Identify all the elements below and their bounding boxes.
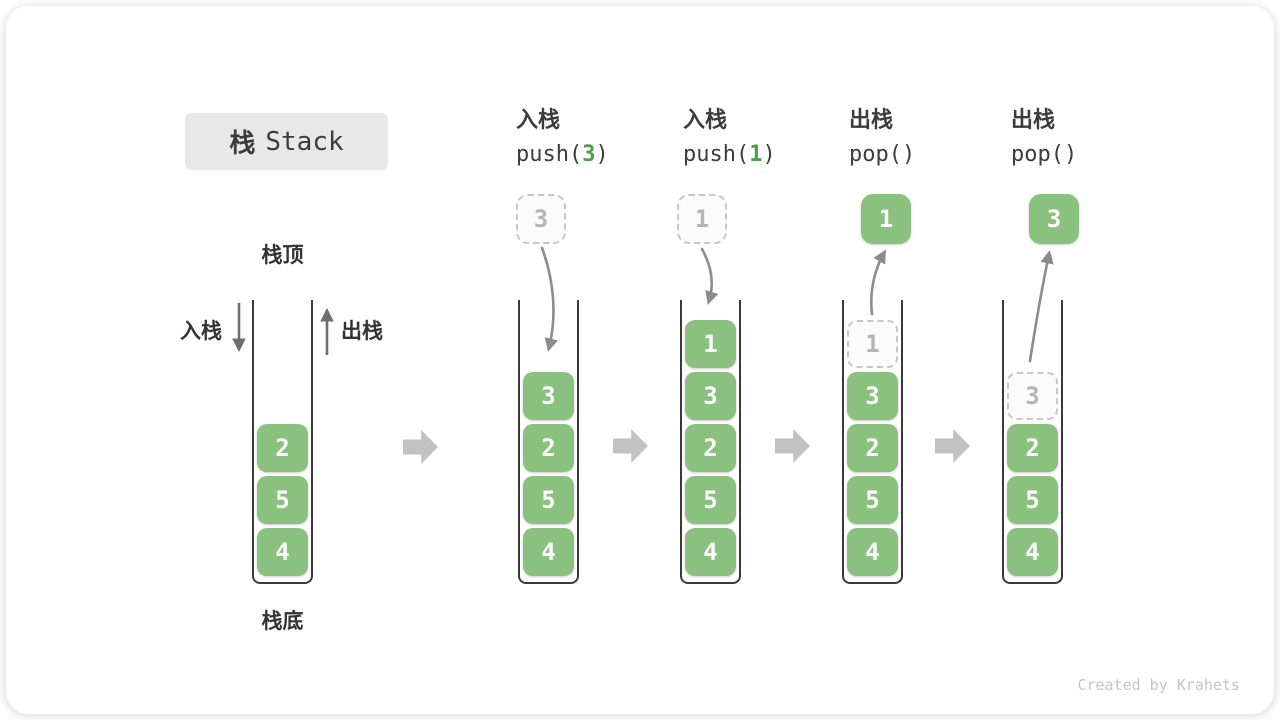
op-code: pop()	[1011, 142, 1077, 168]
code-arg: 3	[582, 142, 596, 167]
stack-block: 4	[685, 528, 736, 576]
watermark: Created by Krahets	[1077, 676, 1240, 694]
stack-block: 3	[685, 372, 736, 420]
stack-block: 5	[523, 476, 574, 524]
op-header-pop-2: 出栈 pop()	[1011, 107, 1077, 168]
code-suffix: )	[762, 142, 776, 167]
op-code: push(1)	[683, 142, 776, 168]
title-zh: 栈	[229, 128, 256, 158]
op-header-push-1: 入栈 push(1)	[683, 107, 776, 168]
code-prefix: pop(	[849, 142, 902, 167]
stack-block: 5	[1007, 476, 1058, 524]
stack-block: 4	[257, 528, 308, 576]
incoming-value-box: 3	[516, 194, 566, 244]
stack-block: 5	[257, 476, 308, 524]
stack-block: 5	[847, 476, 898, 524]
stack-block: 4	[847, 528, 898, 576]
op-header-pop-1: 出栈 pop()	[849, 107, 915, 168]
diagram-title: 栈 Stack	[185, 113, 388, 170]
push-direction-label: 入栈	[180, 320, 222, 343]
stack-block: 3	[847, 372, 898, 420]
code-prefix: pop(	[1011, 142, 1064, 167]
stack-bottom-label: 栈底	[261, 610, 304, 633]
op-header-push-3: 入栈 push(3)	[516, 107, 609, 168]
op-label: 出栈	[1011, 107, 1056, 132]
code-arg: 1	[749, 142, 763, 167]
popped-value-box: 1	[861, 194, 911, 244]
incoming-value-box: 1	[677, 194, 727, 244]
stack-ghost-block: 1	[847, 320, 898, 368]
stack-block: 2	[685, 424, 736, 472]
stack-block: 2	[847, 424, 898, 472]
stack-top-label: 栈顶	[261, 244, 304, 267]
code-prefix: push(	[683, 142, 750, 167]
op-label: 出栈	[849, 107, 894, 132]
stack-block: 4	[523, 528, 574, 576]
code-suffix: )	[901, 142, 916, 167]
title-en: Stack	[265, 126, 344, 157]
stack-ghost-block: 3	[1007, 372, 1058, 420]
stack-block: 2	[257, 424, 308, 472]
code-suffix: )	[595, 142, 609, 167]
code-suffix: )	[1063, 142, 1078, 167]
code-prefix: push(	[516, 142, 583, 167]
pop-direction-label: 出栈	[341, 320, 383, 343]
op-label: 入栈	[683, 107, 728, 132]
popped-value-box: 3	[1029, 194, 1079, 244]
stack-block: 2	[523, 424, 574, 472]
stack-block: 2	[1007, 424, 1058, 472]
op-code: push(3)	[516, 142, 609, 168]
stack-block: 1	[685, 320, 736, 368]
stack-block: 3	[523, 372, 574, 420]
op-code: pop()	[849, 142, 915, 168]
op-label: 入栈	[516, 107, 561, 132]
stack-block: 4	[1007, 528, 1058, 576]
stack-block: 5	[685, 476, 736, 524]
